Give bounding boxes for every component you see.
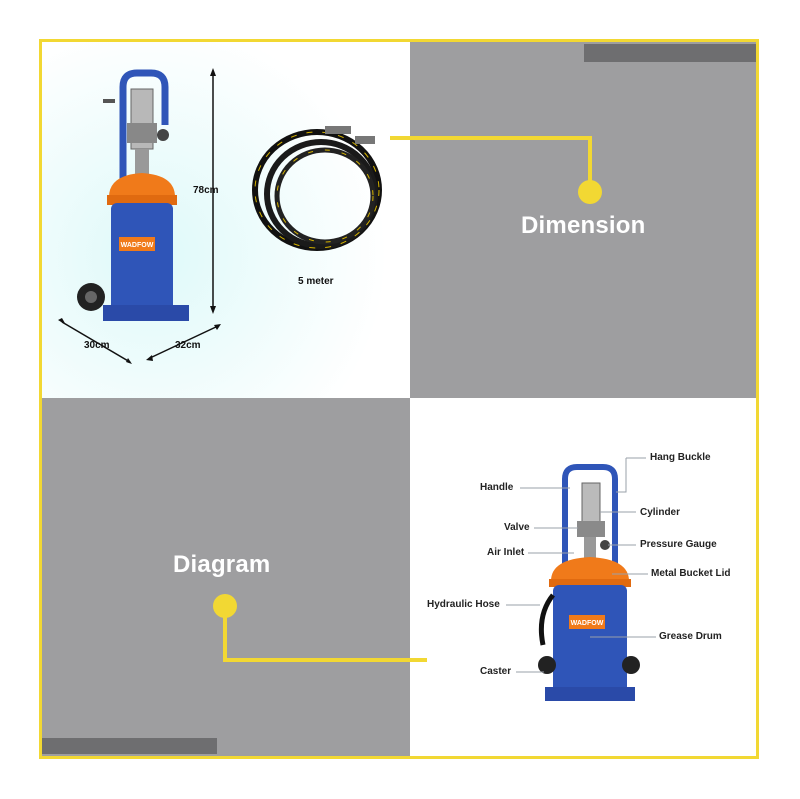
- dimension-title: Dimension: [521, 212, 646, 239]
- bottom-left-bar: [42, 738, 217, 754]
- part-hydraulic-hose: Hydraulic Hose: [427, 599, 500, 610]
- part-hang-buckle: Hang Buckle: [650, 452, 711, 463]
- part-handle: Handle: [480, 482, 514, 493]
- part-caster: Caster: [480, 666, 512, 677]
- depth-label: 32cm: [175, 340, 201, 351]
- height-label: 78cm: [193, 185, 219, 196]
- hose-length-label: 5 meter: [298, 276, 334, 287]
- part-valve: Valve: [504, 522, 530, 533]
- part-grease-drum: Grease Drum: [659, 631, 722, 642]
- part-pressure-gauge: Pressure Gauge: [640, 539, 717, 550]
- grease-pump-image: WADFOW: [77, 69, 189, 321]
- outer-frame: [39, 39, 759, 759]
- top-right-bar: [584, 44, 756, 62]
- svg-text:WADFOW: WADFOW: [121, 242, 154, 249]
- dimension-title-panel: [410, 42, 757, 398]
- part-air-inlet: Air Inlet: [487, 547, 525, 558]
- part-metal-bucket-lid: Metal Bucket Lid: [651, 568, 731, 579]
- part-cylinder: Cylinder: [640, 507, 681, 518]
- width-label: 30cm: [84, 340, 110, 351]
- hydraulic-hose-image: [252, 126, 382, 251]
- diagram-title-panel: [42, 398, 410, 756]
- diagram-title: Diagram: [173, 551, 271, 578]
- svg-text:WADFOW: WADFOW: [571, 620, 604, 627]
- diagram-pump-image: WADFOW: [538, 464, 640, 701]
